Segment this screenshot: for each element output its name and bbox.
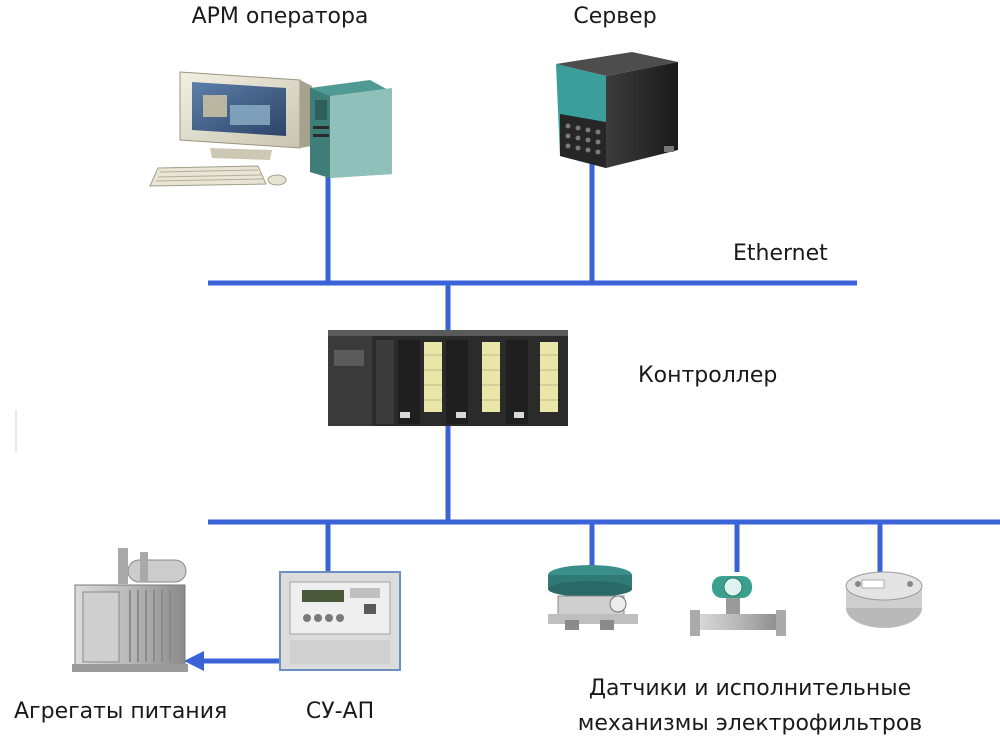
control-unit-icon — [279, 571, 401, 671]
workstation-pc-icon — [149, 71, 392, 187]
network-lines — [200, 162, 1000, 664]
server-tower-icon — [556, 52, 678, 168]
label-power-units: Агрегаты питания — [14, 699, 228, 724]
arrow-head — [184, 651, 204, 671]
power-transformer-icon — [72, 548, 188, 672]
flowmeter-icon — [690, 576, 786, 636]
label-operator-workstation: АРМ оператора — [191, 4, 369, 29]
valve-actuator-icon — [548, 565, 638, 630]
label-ethernet: Ethernet — [733, 241, 828, 266]
label-controller: Контроллер — [638, 363, 778, 388]
plc-controller-icon — [328, 330, 568, 426]
label-su-ap: СУ-АП — [305, 699, 375, 724]
label-server: Сервер — [573, 4, 657, 29]
label-sensors-line2: механизмы электрофильтров — [577, 711, 923, 736]
temperature-transmitter-icon — [845, 571, 923, 628]
label-sensors-line1: Датчики и исполнительные — [588, 676, 912, 701]
